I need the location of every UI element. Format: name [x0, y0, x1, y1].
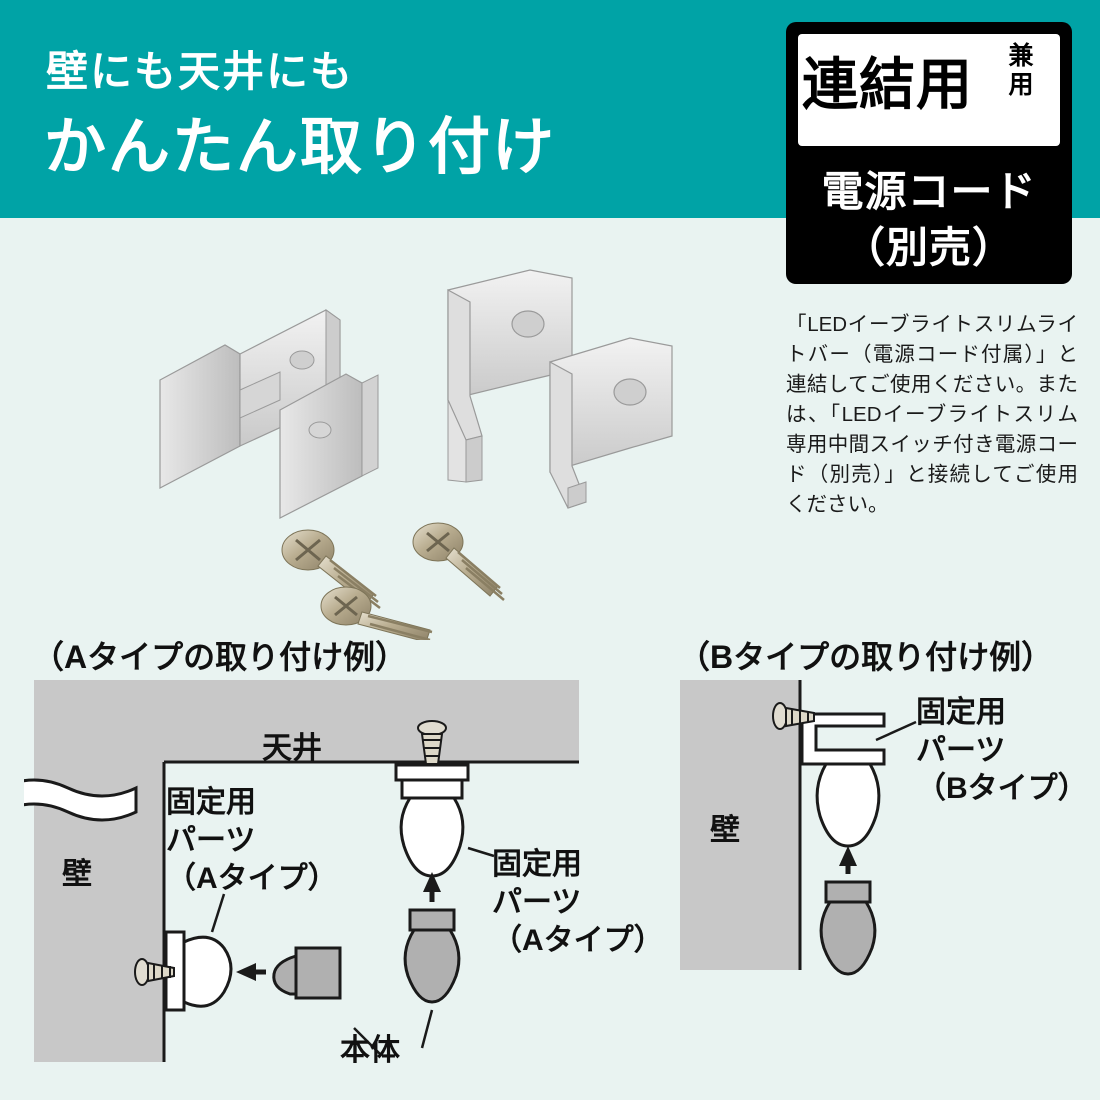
product-badge: 連結用 兼用 電源コード （別売） — [786, 22, 1072, 284]
bracket-b-upper — [447, 269, 573, 483]
arrow-up — [423, 872, 441, 902]
label-part-a-right-line1: 固定用 — [492, 848, 582, 881]
label-part-a-right-line3: （Aタイプ） — [492, 924, 664, 957]
screw-icon-wall — [134, 958, 175, 986]
body-unit-b — [819, 880, 877, 976]
label-part-a-left-line3: （Aタイプ） — [166, 862, 338, 895]
screw-2 — [412, 522, 505, 601]
screw-3 — [320, 586, 433, 640]
arrow-up-b — [839, 846, 857, 874]
wall-mounted-assembly — [134, 930, 233, 1012]
badge-line1: 連結用 — [802, 53, 973, 116]
leader-line-a2 — [467, 846, 495, 858]
label-part-b: 固定用 パーツ （Bタイプ） — [916, 694, 1088, 808]
label-part-a-right-line2: パーツ — [492, 886, 582, 919]
leader-line-body — [353, 1027, 381, 1055]
diagram-a — [24, 680, 579, 1062]
label-wall-a: 壁 — [62, 858, 92, 891]
bracket-a-left — [159, 309, 341, 489]
bracket-a-right — [279, 373, 379, 519]
caption-type-a: （Aタイプの取り付け例） — [32, 639, 408, 675]
label-ceiling: 天井 — [262, 732, 322, 765]
bracket-b-lower — [549, 337, 673, 509]
parts-illustration — [159, 269, 673, 640]
label-part-b-line3: （Bタイプ） — [916, 772, 1088, 805]
screw-icon-b — [772, 702, 815, 730]
bracket-b-assembly — [772, 702, 886, 848]
label-part-a-left: 固定用 パーツ （Aタイプ） — [166, 784, 338, 898]
label-part-a-right: 固定用 パーツ （Aタイプ） — [492, 846, 664, 960]
label-wall-b: 壁 — [710, 814, 740, 847]
leader-line-b — [875, 720, 917, 742]
badge-line3: （別売） — [842, 224, 1015, 271]
badge-line1-side: 兼用 — [1008, 42, 1034, 99]
label-part-a-left-line1: 固定用 — [166, 786, 256, 819]
header-title: かんたん取り付け — [44, 113, 557, 182]
caption-type-b: （Bタイプの取り付け例） — [678, 639, 1054, 675]
badge-line2: 電源コード — [821, 168, 1037, 215]
leader-line-a1 — [210, 893, 226, 933]
ceiling-mounted-assembly — [394, 720, 470, 878]
body-unit-center — [403, 908, 461, 1004]
parts-photo — [130, 250, 770, 640]
body-unit-left — [272, 946, 342, 1000]
label-part-a-left-line2: パーツ — [166, 824, 256, 857]
header-subtitle: 壁にも天井にも — [46, 48, 355, 95]
badge-white-box — [798, 34, 1060, 146]
label-body: 本体 — [340, 1034, 400, 1067]
break-symbol — [24, 778, 138, 822]
usage-note: 「LEDイーブライトスリムライトバー（電源コード付属）」と連結してご使用ください… — [786, 313, 1078, 516]
label-part-b-line2: パーツ — [916, 734, 1006, 767]
leader-line-body2 — [420, 1009, 434, 1049]
diagram-b — [680, 680, 917, 976]
ceiling-slab — [34, 680, 579, 762]
screw-icon — [417, 720, 447, 765]
label-part-b-line1: 固定用 — [916, 696, 1006, 729]
arrow-left — [236, 963, 266, 981]
